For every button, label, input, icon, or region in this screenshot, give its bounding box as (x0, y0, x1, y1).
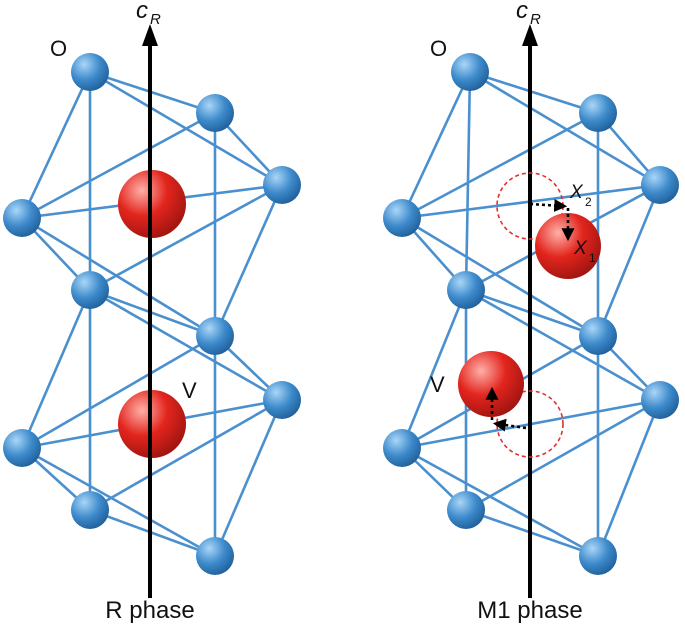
oxygen-atom (641, 166, 679, 204)
oxygen-atom (196, 94, 234, 132)
x2-displacement-arrow (529, 199, 568, 213)
m1-phase-title: M1 phase (477, 597, 582, 624)
oxygen-atom (383, 199, 421, 237)
oxygen-atom (3, 199, 41, 237)
x1-subscript: 1 (589, 251, 596, 265)
m1-phase-oxygen-label: O (430, 36, 447, 61)
m1-phase-axis-label: c (516, 0, 528, 24)
m1-phase-vanadium-atom-lower (458, 351, 524, 417)
axis-arrow-icon (142, 24, 158, 46)
x2-subscript: 2 (585, 195, 592, 209)
m1-phase-vanadium-atom-upper (535, 213, 601, 279)
oxygen-atom (447, 271, 485, 309)
m1-phase-c-axis (522, 24, 538, 598)
m1-phase-oxygen-atoms (383, 53, 679, 575)
oxygen-atom (383, 429, 421, 467)
m1-displacement-arrows (485, 199, 575, 432)
x1-label: X (573, 238, 588, 259)
oxygen-atom (71, 53, 109, 91)
m1-phase-axis-subscript: R (530, 11, 541, 28)
r-phase-oxygen-label: O (50, 36, 67, 61)
x2-label: X (569, 182, 584, 203)
m1-phase-vanadium-label: V (430, 372, 445, 397)
oxygen-atom (263, 381, 301, 419)
r-phase-oxygen-atoms (3, 53, 301, 575)
m1-phase-panel: c R O V X 2 X 1 M1 phase (383, 0, 679, 624)
r-phase-title: R phase (105, 597, 194, 624)
r-phase-bonds (20, 70, 284, 558)
oxygen-atom (447, 491, 485, 529)
oxygen-atom (579, 94, 617, 132)
m1-original-position-lower (496, 390, 564, 458)
oxygen-atom (451, 53, 489, 91)
lower-lateral-arrow (492, 418, 527, 432)
oxygen-atom (579, 317, 617, 355)
oxygen-atom (71, 271, 109, 309)
oxygen-atom (71, 491, 109, 529)
r-phase-vanadium-label: V (182, 378, 197, 403)
oxygen-atom (641, 381, 679, 419)
oxygen-atom (196, 317, 234, 355)
oxygen-atom (3, 429, 41, 467)
r-phase-axis-subscript: R (150, 11, 161, 28)
r-phase-axis-label: c (136, 0, 148, 24)
r-phase-panel: c R O V R phase (3, 0, 301, 624)
oxygen-atom (579, 537, 617, 575)
axis-arrow-icon (522, 24, 538, 46)
oxygen-atom (196, 537, 234, 575)
oxygen-atom (263, 166, 301, 204)
